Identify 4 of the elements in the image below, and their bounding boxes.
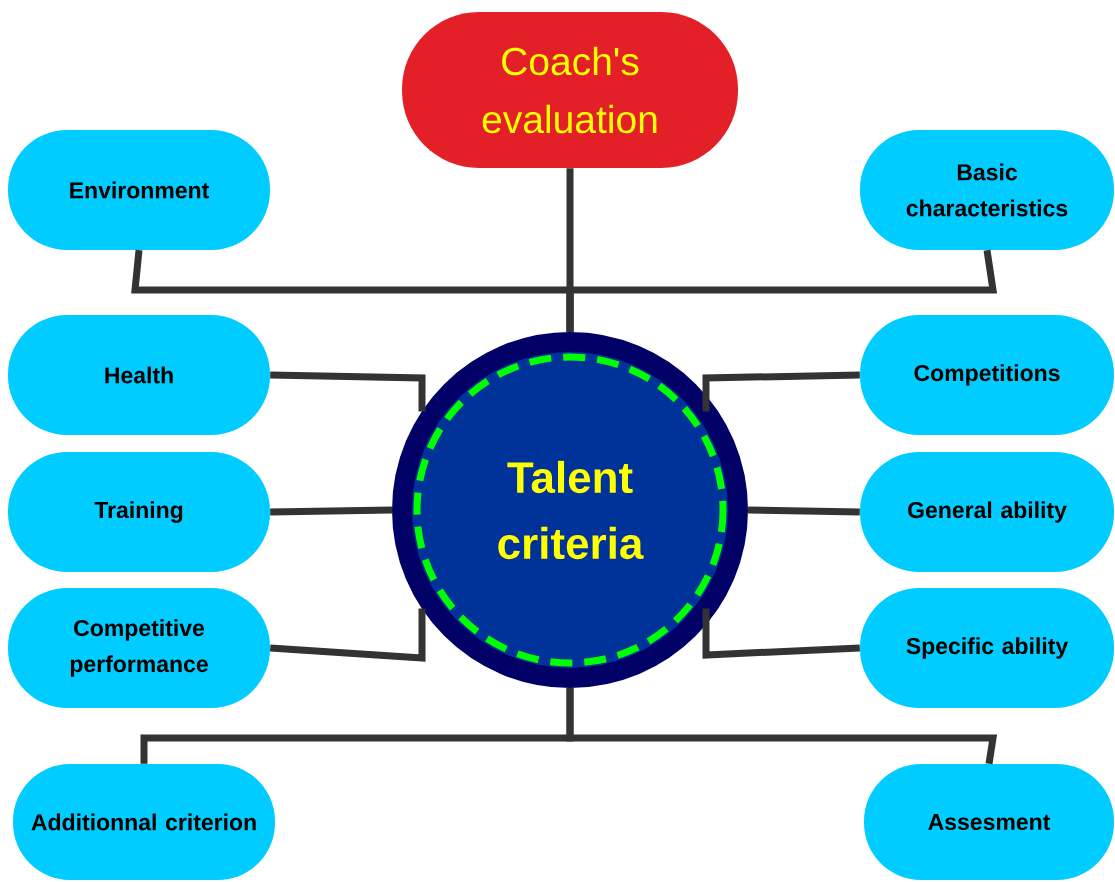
- title-pill: Coach's evaluation: [402, 12, 738, 168]
- pill-box: Additionnal criterion: [13, 764, 275, 880]
- pill-box: Specific ability: [860, 588, 1114, 708]
- pill-box: Competitive performance: [8, 588, 270, 708]
